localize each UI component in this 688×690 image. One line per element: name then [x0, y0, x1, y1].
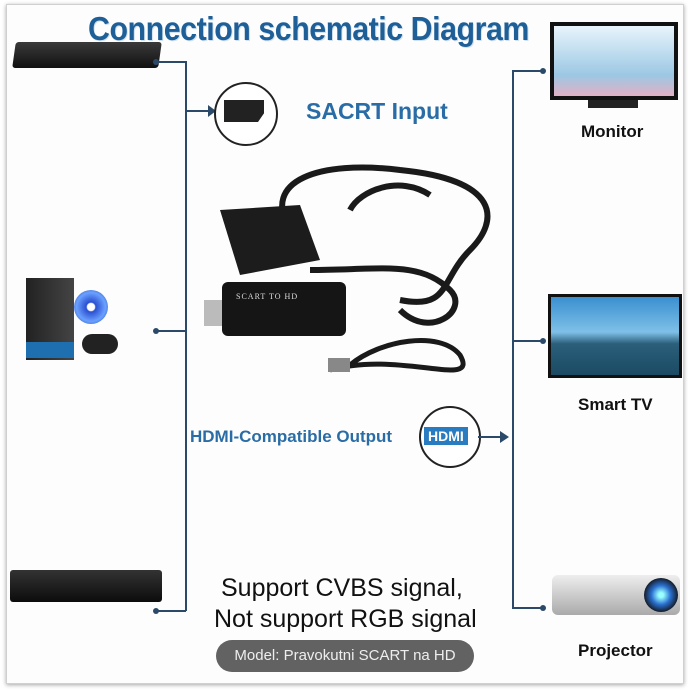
scart-cable-illustration [204, 164, 491, 373]
tv-screen [551, 297, 679, 375]
input-connector-1 [156, 61, 186, 63]
smart-tv-device [548, 294, 682, 378]
set-top-box-device [10, 570, 162, 602]
adapter-label: SCART TO HD [236, 292, 299, 301]
input-arrow-line [186, 110, 212, 112]
hdmi-badge: HDMI [424, 427, 468, 445]
note-line-1: Support CVBS signal, [221, 574, 463, 602]
connector-dot [540, 605, 546, 611]
note-line-2: Not support RGB signal [214, 605, 477, 633]
connector-dot [540, 338, 546, 344]
monitor-device [550, 22, 678, 100]
output-connector-1 [512, 70, 542, 72]
diagram-title: Connection schematic Diagram [88, 10, 529, 47]
smart-tv-label: Smart TV [578, 395, 653, 414]
console-base [26, 342, 74, 358]
output-label: HDMI-Compatible Output [190, 427, 393, 446]
model-caption: Model: Pravokutni SCART na HD [216, 640, 474, 672]
output-connector-2 [512, 340, 542, 342]
input-bus-line [185, 61, 187, 611]
projector-lens [644, 578, 678, 612]
output-bus-line [512, 70, 514, 608]
arrow-head [208, 105, 216, 117]
monitor-screen [554, 26, 674, 96]
connector-dot [153, 608, 159, 614]
scart-port-icon [224, 100, 264, 122]
output-arrow-line [478, 436, 504, 438]
disc-icon [74, 290, 108, 324]
connector-dot [153, 328, 159, 334]
input-connector-2 [156, 330, 186, 332]
monitor-label: Monitor [581, 122, 644, 141]
output-connector-3 [512, 607, 542, 609]
arrow-head [500, 431, 509, 443]
input-connector-3 [156, 610, 186, 612]
connector-dot [153, 59, 159, 65]
monitor-stand [588, 100, 638, 108]
dvd-player-device [12, 42, 162, 68]
gamepad-icon [82, 334, 118, 354]
connector-dot [540, 68, 546, 74]
input-label: SACRT Input [306, 98, 448, 124]
projector-label: Projector [578, 641, 653, 660]
